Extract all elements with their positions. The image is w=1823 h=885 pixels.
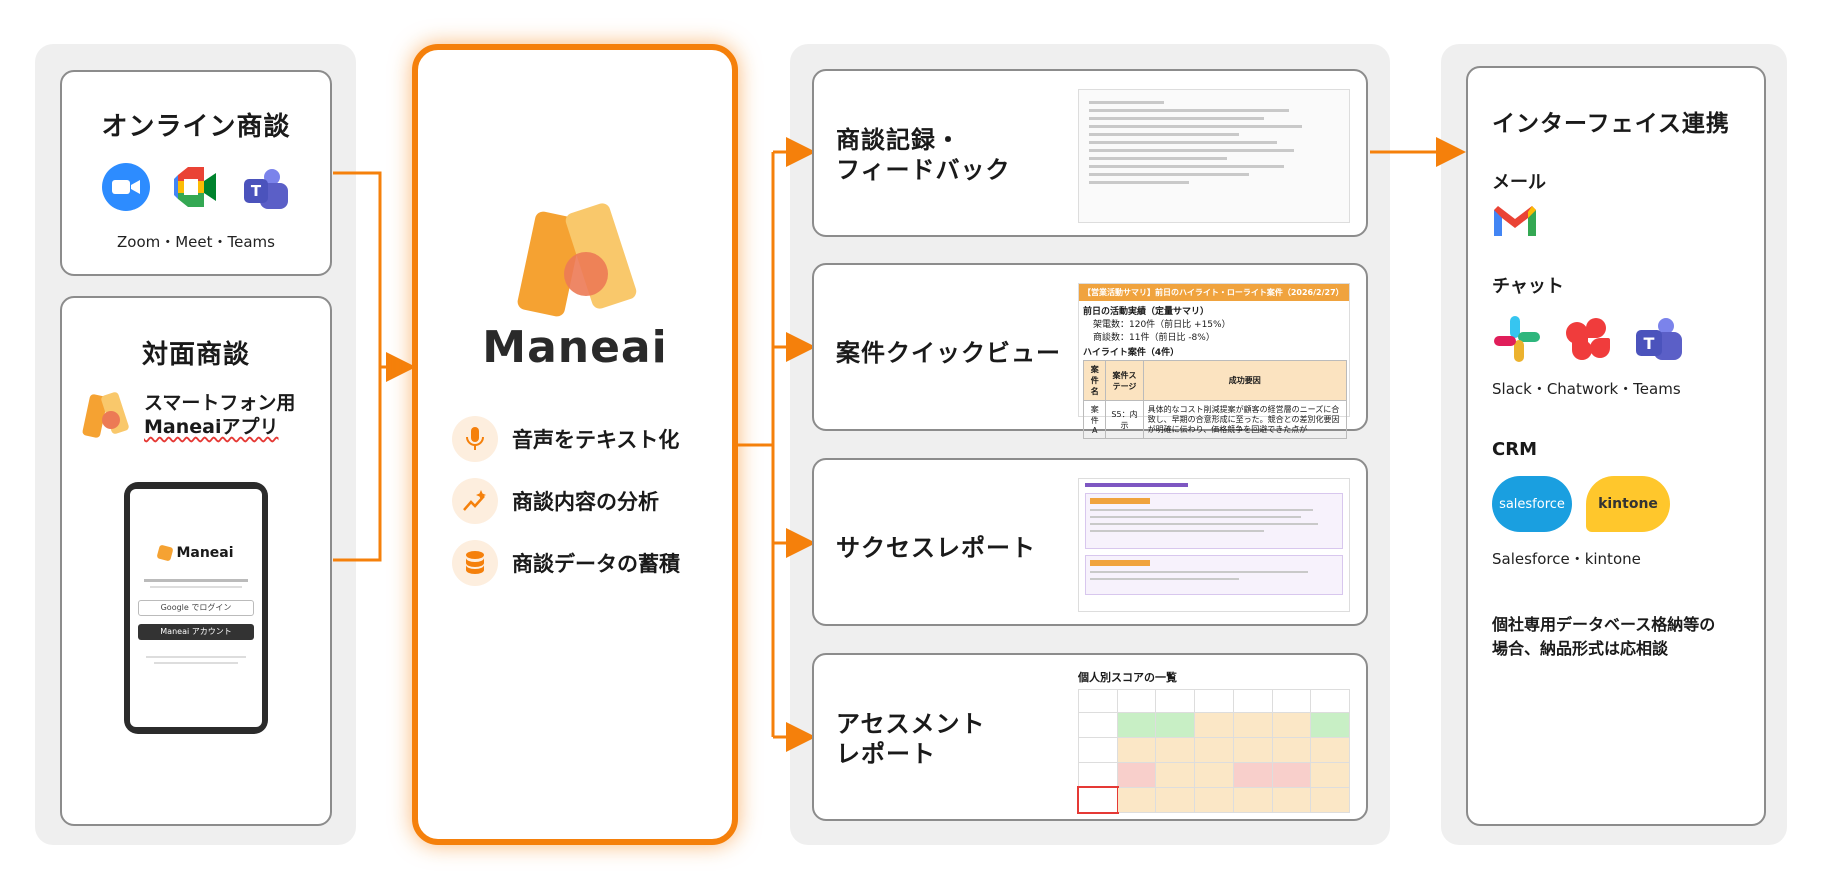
online-meeting-caption: Zoom・Meet・Teams	[117, 233, 275, 251]
slack-icon	[1492, 314, 1542, 364]
feature-label: 音声をテキスト化	[512, 428, 680, 452]
output-card-success-report: サクセスレポート	[812, 458, 1368, 626]
preview-col: 案件ステージ	[1105, 360, 1144, 401]
online-meeting-title: オンライン商談	[101, 112, 291, 142]
integration-card: インターフェイス連携 メール チャット T Slack・Chatwork	[1466, 66, 1766, 826]
maneai-logo-text: Maneai	[482, 322, 668, 373]
preview-col: 成功要因	[1142, 360, 1348, 401]
microphone-icon	[452, 416, 498, 462]
output-title-line1: 案件クイックビュー	[836, 339, 1061, 367]
preview-section: 前日の活動実績（定量サマリ）	[1083, 307, 1210, 317]
preview-cell: 具体的なコスト削減提案が顧客の経営層のニーズに合致し、早期の合意形成に至った。競…	[1142, 400, 1348, 439]
teams-icon: T	[1634, 314, 1684, 364]
zoom-icon	[102, 163, 150, 211]
chatwork-icon	[1562, 314, 1614, 364]
integration-title: インターフェイス連携	[1492, 111, 1730, 137]
maneai-app-logo	[80, 391, 136, 439]
kintone-icon: kintone	[1586, 476, 1670, 532]
mail-label: メール	[1492, 172, 1546, 193]
crm-label: CRM	[1492, 439, 1537, 460]
custom-db-note-line2: 場合、納品形式は応相談	[1492, 639, 1669, 658]
phone-logo-icon	[156, 544, 175, 562]
offline-meeting-card: 対面商談 スマートフォン用 Maneaiアプリ Maneai Google でロ…	[60, 296, 332, 826]
feature-label: 商談内容の分析	[512, 490, 659, 514]
output-title-line1: サクセスレポート	[836, 534, 1036, 562]
maneai-hub-card: Maneai 音声をテキスト化 商談内容の分析 商談データの蓄積	[412, 44, 738, 845]
salesforce-logo-text: salesforce	[1499, 496, 1565, 512]
feature-label: 商談データの蓄積	[512, 552, 680, 576]
success-report-preview	[1078, 478, 1350, 612]
sparkle-chart-icon	[452, 478, 498, 524]
output-title-line1: アセスメント	[836, 710, 986, 738]
maneai-logo-mark	[514, 200, 644, 320]
assessment-preview-heading: 個人別スコアの一覧	[1078, 671, 1177, 684]
feature-item: 商談内容の分析	[452, 478, 680, 524]
google-meet-icon	[172, 163, 220, 211]
chat-label: チャット	[1492, 276, 1564, 297]
teams-icon: T	[242, 163, 290, 211]
preview-header: 【営業活動サマリ】前日のハイライト・ローライト案件（2026/2/27）	[1079, 284, 1349, 301]
app-label-line1: スマートフォン用	[144, 392, 296, 414]
preview-col: 案件名	[1082, 360, 1107, 401]
output-title-line2: レポート	[836, 740, 936, 768]
preview-deals: 商談数：11件（前日比 -8%）	[1093, 333, 1215, 343]
preview-cell: 案件A	[1082, 400, 1107, 439]
output-title-line2: フィードバック	[836, 156, 1011, 184]
output-card-quick-view: 案件クイックビュー 【営業活動サマリ】前日のハイライト・ローライト案件（2026…	[812, 263, 1368, 439]
custom-db-note-line1: 個社専用データベース格納等の	[1492, 615, 1716, 634]
feature-item: 音声をテキスト化	[452, 416, 680, 462]
gmail-icon	[1492, 204, 1538, 238]
quick-view-preview: 【営業活動サマリ】前日のハイライト・ローライト案件（2026/2/27） 前日の…	[1078, 283, 1350, 439]
phone-logo-text: Maneai	[176, 545, 234, 561]
crm-caption: Salesforce・kintone	[1492, 550, 1641, 568]
online-meeting-card: オンライン商談 T Zoom・Meet・Teams	[60, 70, 332, 276]
record-preview-image	[1078, 89, 1350, 223]
phone-mockup: Maneai Google でログイン Maneai アカウント	[124, 482, 268, 734]
salesforce-icon: salesforce	[1492, 476, 1572, 532]
output-card-assessment-report: アセスメント レポート 個人別スコアの一覧	[812, 653, 1368, 821]
output-card-record-feedback: 商談記録・ フィードバック	[812, 69, 1368, 237]
preview-cell: S5：内示	[1105, 400, 1144, 439]
offline-meeting-title: 対面商談	[141, 340, 250, 370]
preview-highlight: ハイライト案件（4件）	[1083, 348, 1180, 358]
score-grid	[1077, 689, 1350, 814]
output-title-line1: 商談記録・	[836, 126, 961, 154]
database-icon	[452, 540, 498, 586]
assessment-preview: 個人別スコアの一覧	[1077, 669, 1350, 815]
chat-caption: Slack・Chatwork・Teams	[1492, 380, 1681, 398]
feature-item: 商談データの蓄積	[452, 540, 680, 586]
kintone-logo-text: kintone	[1598, 496, 1658, 512]
phone-google-button[interactable]: Google でログイン	[138, 600, 254, 616]
phone-alt-button[interactable]: Maneai アカウント	[138, 624, 254, 640]
preview-calls: 架電数：120件（前日比 +15%）	[1093, 320, 1231, 330]
app-label-line2: Maneaiアプリ	[144, 416, 279, 438]
